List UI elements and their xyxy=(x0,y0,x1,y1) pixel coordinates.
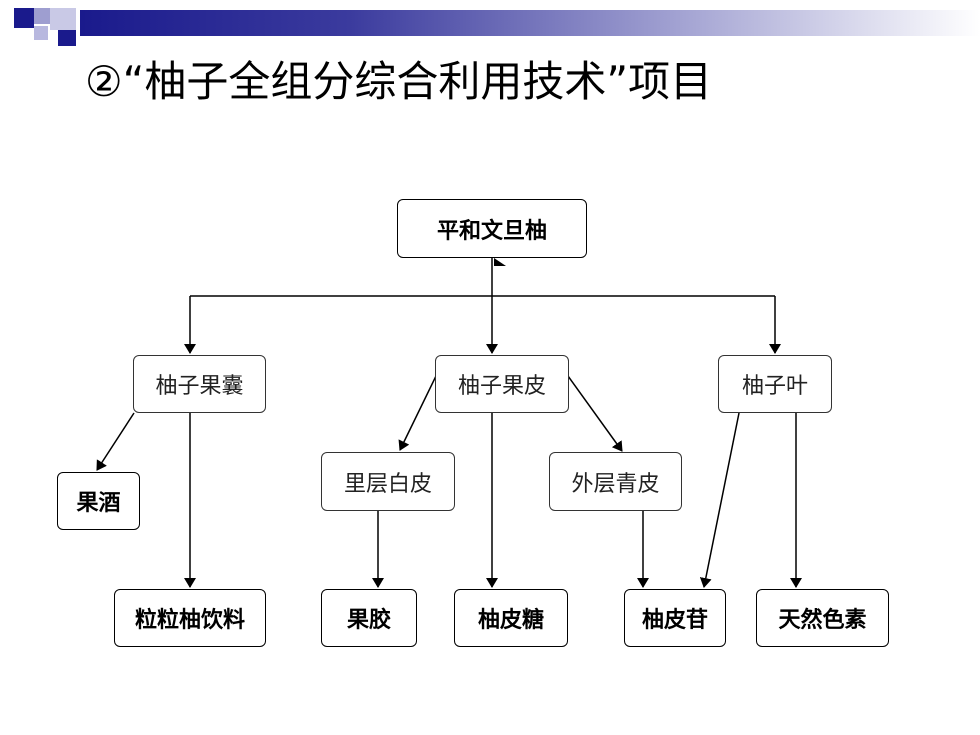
connector-nangnang-wine xyxy=(96,412,135,471)
connector-peel-outer xyxy=(567,375,623,452)
node-wine: 果酒 xyxy=(57,472,140,530)
node-outer-peel: 外层青皮 xyxy=(549,452,682,511)
node-product-pigment: 天然色素 xyxy=(756,589,889,647)
header-gradient-bar xyxy=(80,10,980,36)
node-product-naringin: 柚皮苷 xyxy=(624,589,726,647)
node-peel: 柚子果皮 xyxy=(435,355,569,413)
connector-leaf-naringin xyxy=(699,412,740,588)
node-product-candy: 柚皮糖 xyxy=(454,589,568,647)
node-inner-peel: 里层白皮 xyxy=(321,452,455,511)
header-square-light xyxy=(34,8,50,24)
page-title: ②“柚子全组分综合利用技术”项目 xyxy=(85,57,713,106)
connector-peel-inner xyxy=(398,375,437,451)
connector-root-marker xyxy=(494,258,506,266)
node-nangnang: 柚子果囊 xyxy=(133,355,266,413)
node-leaf: 柚子叶 xyxy=(718,355,832,413)
header-square-bottom xyxy=(58,30,76,46)
node-product-drink: 粒粒柚饮料 xyxy=(114,589,266,647)
header-square-dark xyxy=(14,8,34,28)
node-product-pectin: 果胶 xyxy=(321,589,417,647)
header-square-lower xyxy=(34,26,48,40)
node-root: 平和文旦柚 xyxy=(397,199,587,258)
header-square-mid xyxy=(50,8,76,30)
